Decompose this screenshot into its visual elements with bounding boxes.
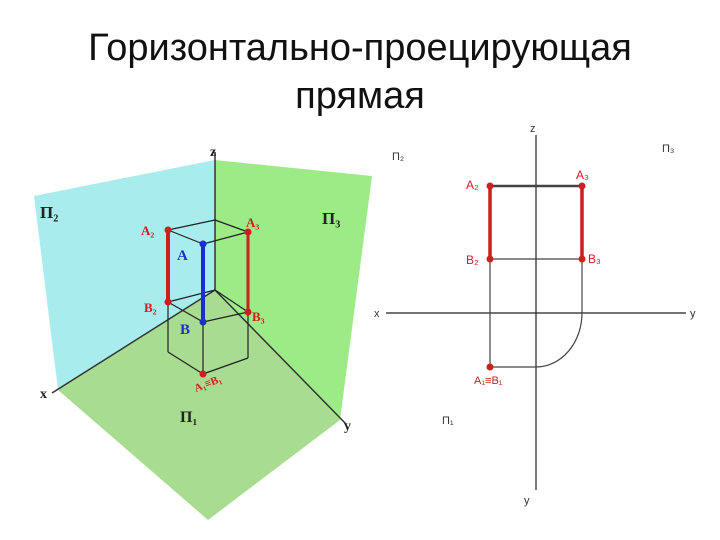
label-b3: B₃ (252, 309, 265, 324)
epure-point-a2 (486, 182, 494, 190)
point-b-dot (199, 318, 207, 326)
epure-point-a1b1 (486, 363, 494, 371)
axis-y-line (214, 289, 347, 425)
page-title-line-1: Горизонтально-проецирующая (88, 27, 632, 69)
epure-point-a3 (578, 182, 586, 190)
edge-b-b3 (202, 311, 249, 323)
epure-arc (535, 312, 583, 368)
epure-label-plane-v: П₂ (392, 151, 404, 163)
epure-label-b2: B₂ (466, 253, 479, 267)
edge-down-a1 (167, 351, 204, 375)
label-plane-w: П₃ (322, 209, 340, 228)
edge-top-a3 (214, 219, 249, 233)
epure-label-a1b1: A₁≡B₁ (474, 375, 503, 387)
epure-label-axis-y-right: y (690, 308, 696, 320)
epure-point-b2 (486, 255, 494, 263)
point-b2-dot (164, 298, 172, 306)
edge-a-a3 (202, 231, 249, 245)
label-a2: A₂ (141, 223, 154, 238)
epure-point-b3 (578, 255, 586, 263)
label-plane-h: П₁ (180, 409, 197, 426)
label-b2: B₂ (144, 300, 157, 315)
label-plane-v: П₂ (40, 203, 58, 222)
epure-label-axis-y-down: y (524, 495, 530, 507)
point-b3-dot (244, 308, 252, 316)
epure-label-a2: A₂ (466, 178, 479, 192)
left-3d-diagram: П₂ П₃ П₁ z x y A₂ A₃ A B₂ B₃ B A₁≡B₁ (34, 145, 372, 520)
profile-plane (215, 160, 372, 420)
epure-label-b3: B₃ (588, 252, 601, 266)
edge-a2-a (167, 229, 204, 245)
point-a2-dot (164, 226, 172, 234)
label-b: B (180, 322, 190, 338)
epure-label-axis-z: z (530, 123, 536, 135)
edge-a1-b3base (202, 357, 249, 375)
point-a-dot (199, 240, 207, 248)
label-axis-z: z (210, 145, 216, 160)
epure-label-plane-h: П₁ (442, 415, 454, 427)
edge-a2-top (167, 219, 216, 231)
epure-label-plane-w: П₃ (662, 143, 674, 155)
right-epure-diagram: П₂ П₃ П₁ z x y y A₂ A₃ B₂ B₃ A₁≡B₁ (374, 123, 696, 507)
point-a3-dot (244, 228, 252, 236)
horizontal-plane (58, 290, 340, 520)
label-a3: A₃ (246, 215, 259, 230)
edge-b2-b (167, 301, 204, 323)
edge-b2-mid (167, 289, 216, 303)
epure-label-axis-x: x (374, 308, 380, 320)
point-a1b1-dot (199, 370, 207, 378)
label-axis-y: y (344, 419, 351, 434)
label-a: A (177, 248, 188, 264)
frontal-plane (34, 160, 215, 390)
page-title-line-2: прямая (295, 75, 425, 117)
label-axis-x: x (40, 387, 47, 402)
epure-label-a3: A₃ (576, 168, 589, 182)
edge-mid-b3 (214, 289, 249, 313)
axis-x-line (51, 289, 216, 394)
